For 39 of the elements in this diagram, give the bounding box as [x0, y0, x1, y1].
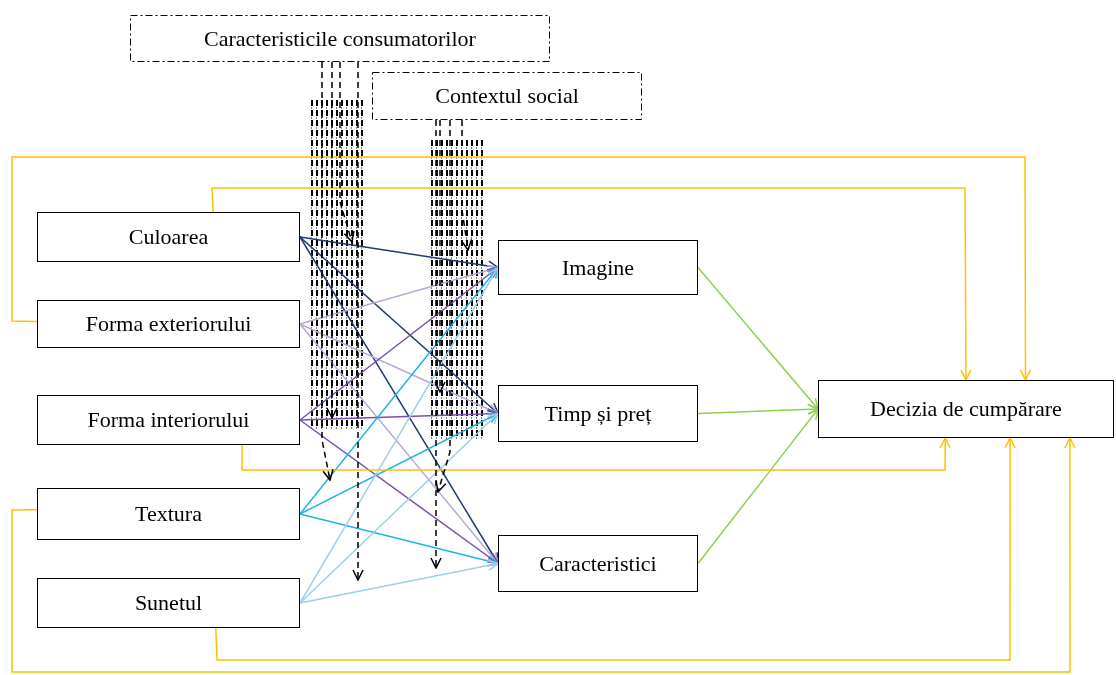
dashed-arrow	[460, 119, 473, 251]
arrow	[697, 266, 819, 410]
dashed-arrow	[321, 61, 334, 481]
arrow	[299, 323, 499, 415]
arrow	[11, 437, 1076, 673]
factor-box	[498, 240, 698, 295]
factor-box	[498, 385, 698, 442]
factor-box	[37, 488, 300, 540]
factor-box	[37, 300, 300, 348]
arrow	[299, 419, 499, 565]
factor-box	[37, 395, 300, 445]
dashed-arrow	[434, 119, 446, 393]
arrow	[211, 187, 972, 381]
dashed-arrow	[339, 61, 355, 243]
arrow	[299, 266, 499, 604]
factor-box	[818, 380, 1114, 438]
factor-box	[498, 535, 698, 592]
arrow	[697, 403, 819, 416]
arrow	[299, 513, 499, 567]
arrow	[215, 437, 1016, 661]
arrow	[697, 408, 819, 565]
arrow	[299, 412, 499, 515]
arrow	[299, 408, 499, 421]
arrow	[11, 156, 1032, 381]
moderator-box	[372, 72, 642, 120]
factor-box	[37, 212, 300, 262]
arrow	[299, 236, 499, 415]
factor-box	[37, 578, 300, 628]
arrow	[299, 266, 499, 515]
dashed-arrow	[435, 119, 451, 493]
dashed-arrow	[326, 61, 338, 419]
dashed-arrow	[430, 119, 442, 569]
arrow	[299, 266, 499, 421]
arrow	[299, 559, 499, 604]
arrow	[241, 437, 951, 471]
arrow	[299, 264, 499, 325]
moderator-box	[130, 15, 550, 62]
dashed-arrow	[352, 61, 364, 581]
arrow	[299, 412, 499, 604]
